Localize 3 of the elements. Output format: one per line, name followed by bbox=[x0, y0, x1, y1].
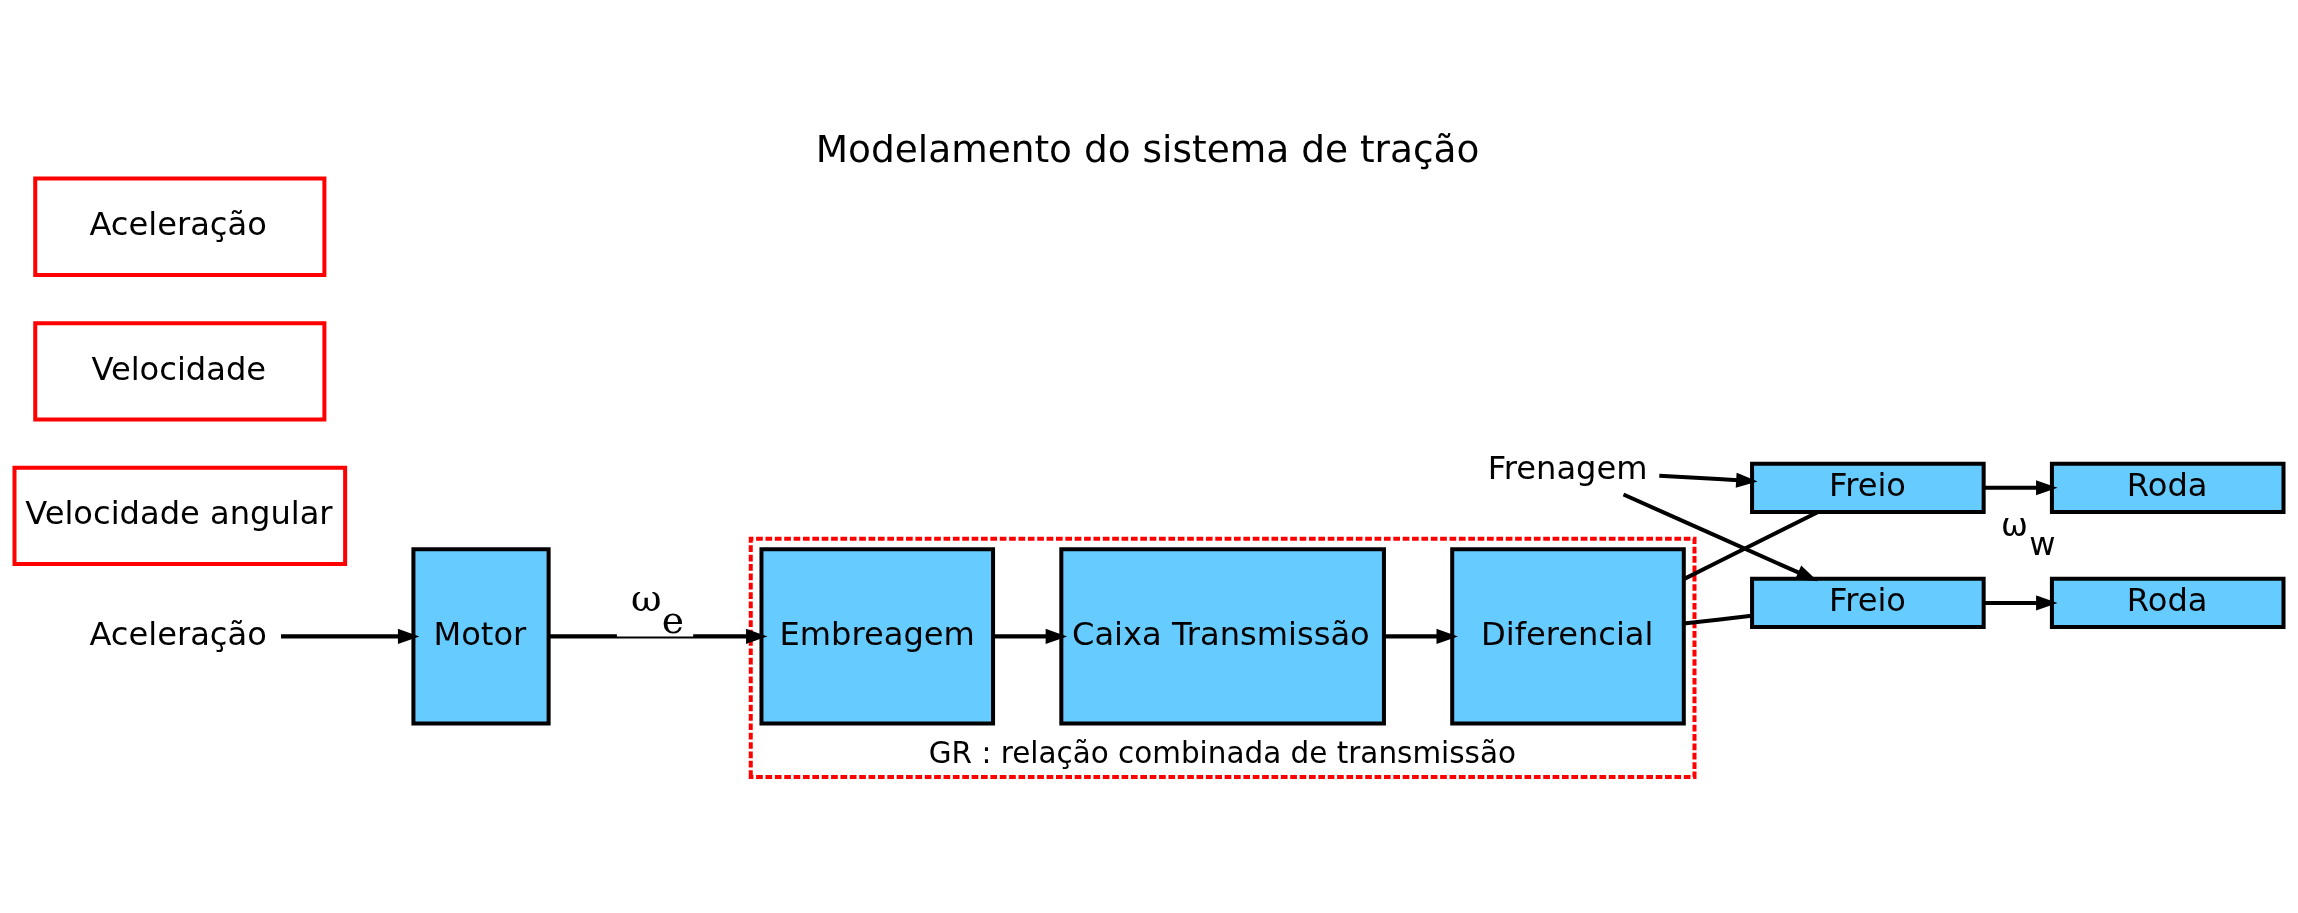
node-text: Frenagem bbox=[1487, 448, 1648, 487]
node-text: Aceleração bbox=[89, 614, 267, 653]
diagram-title: Modelamento do sistema de tração bbox=[815, 126, 1480, 171]
